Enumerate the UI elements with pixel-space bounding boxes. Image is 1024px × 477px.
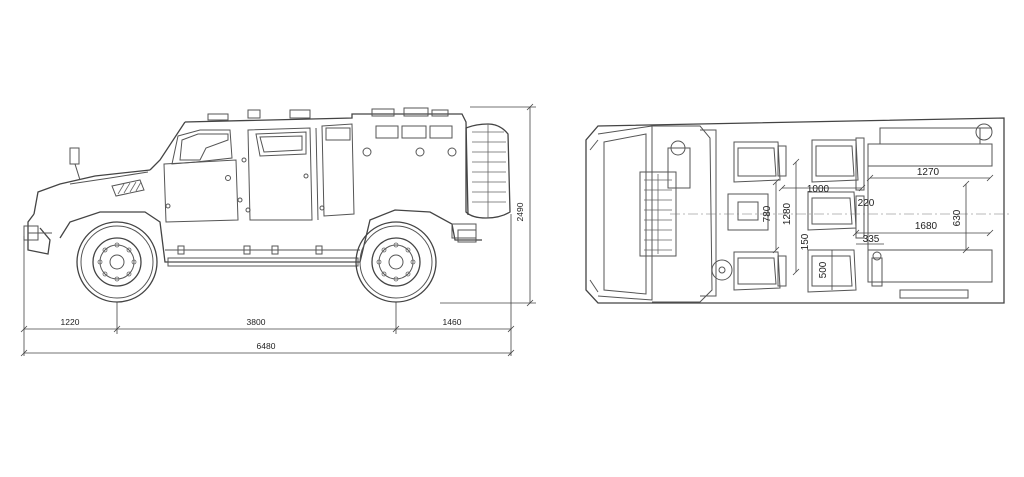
dim-1270: 1270 bbox=[917, 167, 940, 178]
front-seats bbox=[711, 141, 787, 291]
plan-view-dimensions: 1270 1000 1680 220 335 780 1280 150 500 bbox=[762, 158, 994, 290]
dim-wheelbase: 3800 bbox=[247, 317, 266, 327]
dim-1280: 1280 bbox=[782, 202, 793, 225]
dim-1680: 1680 bbox=[915, 221, 938, 232]
side-view-dimensions: 1220 3800 1460 6480 2490 bbox=[20, 103, 536, 357]
dim-front-overhang: 1220 bbox=[61, 317, 80, 327]
plan-view-vehicle bbox=[585, 117, 1010, 304]
side-view-vehicle bbox=[23, 107, 511, 303]
dim-500: 500 bbox=[818, 261, 829, 278]
dim-rear-overhang: 1460 bbox=[443, 317, 462, 327]
front-wheel bbox=[76, 221, 158, 303]
rear-wheel bbox=[355, 221, 437, 303]
rear-benches bbox=[867, 123, 993, 299]
dim-overall-length: 6480 bbox=[257, 341, 276, 351]
dim-780: 780 bbox=[762, 205, 773, 222]
dim-150: 150 bbox=[800, 233, 811, 250]
dim-630: 630 bbox=[952, 209, 963, 226]
dim-220: 220 bbox=[858, 198, 875, 209]
dim-overall-height: 2490 bbox=[515, 202, 525, 221]
dim-1000: 1000 bbox=[807, 184, 830, 195]
dim-335: 335 bbox=[863, 234, 880, 245]
middle-seats bbox=[807, 137, 865, 293]
